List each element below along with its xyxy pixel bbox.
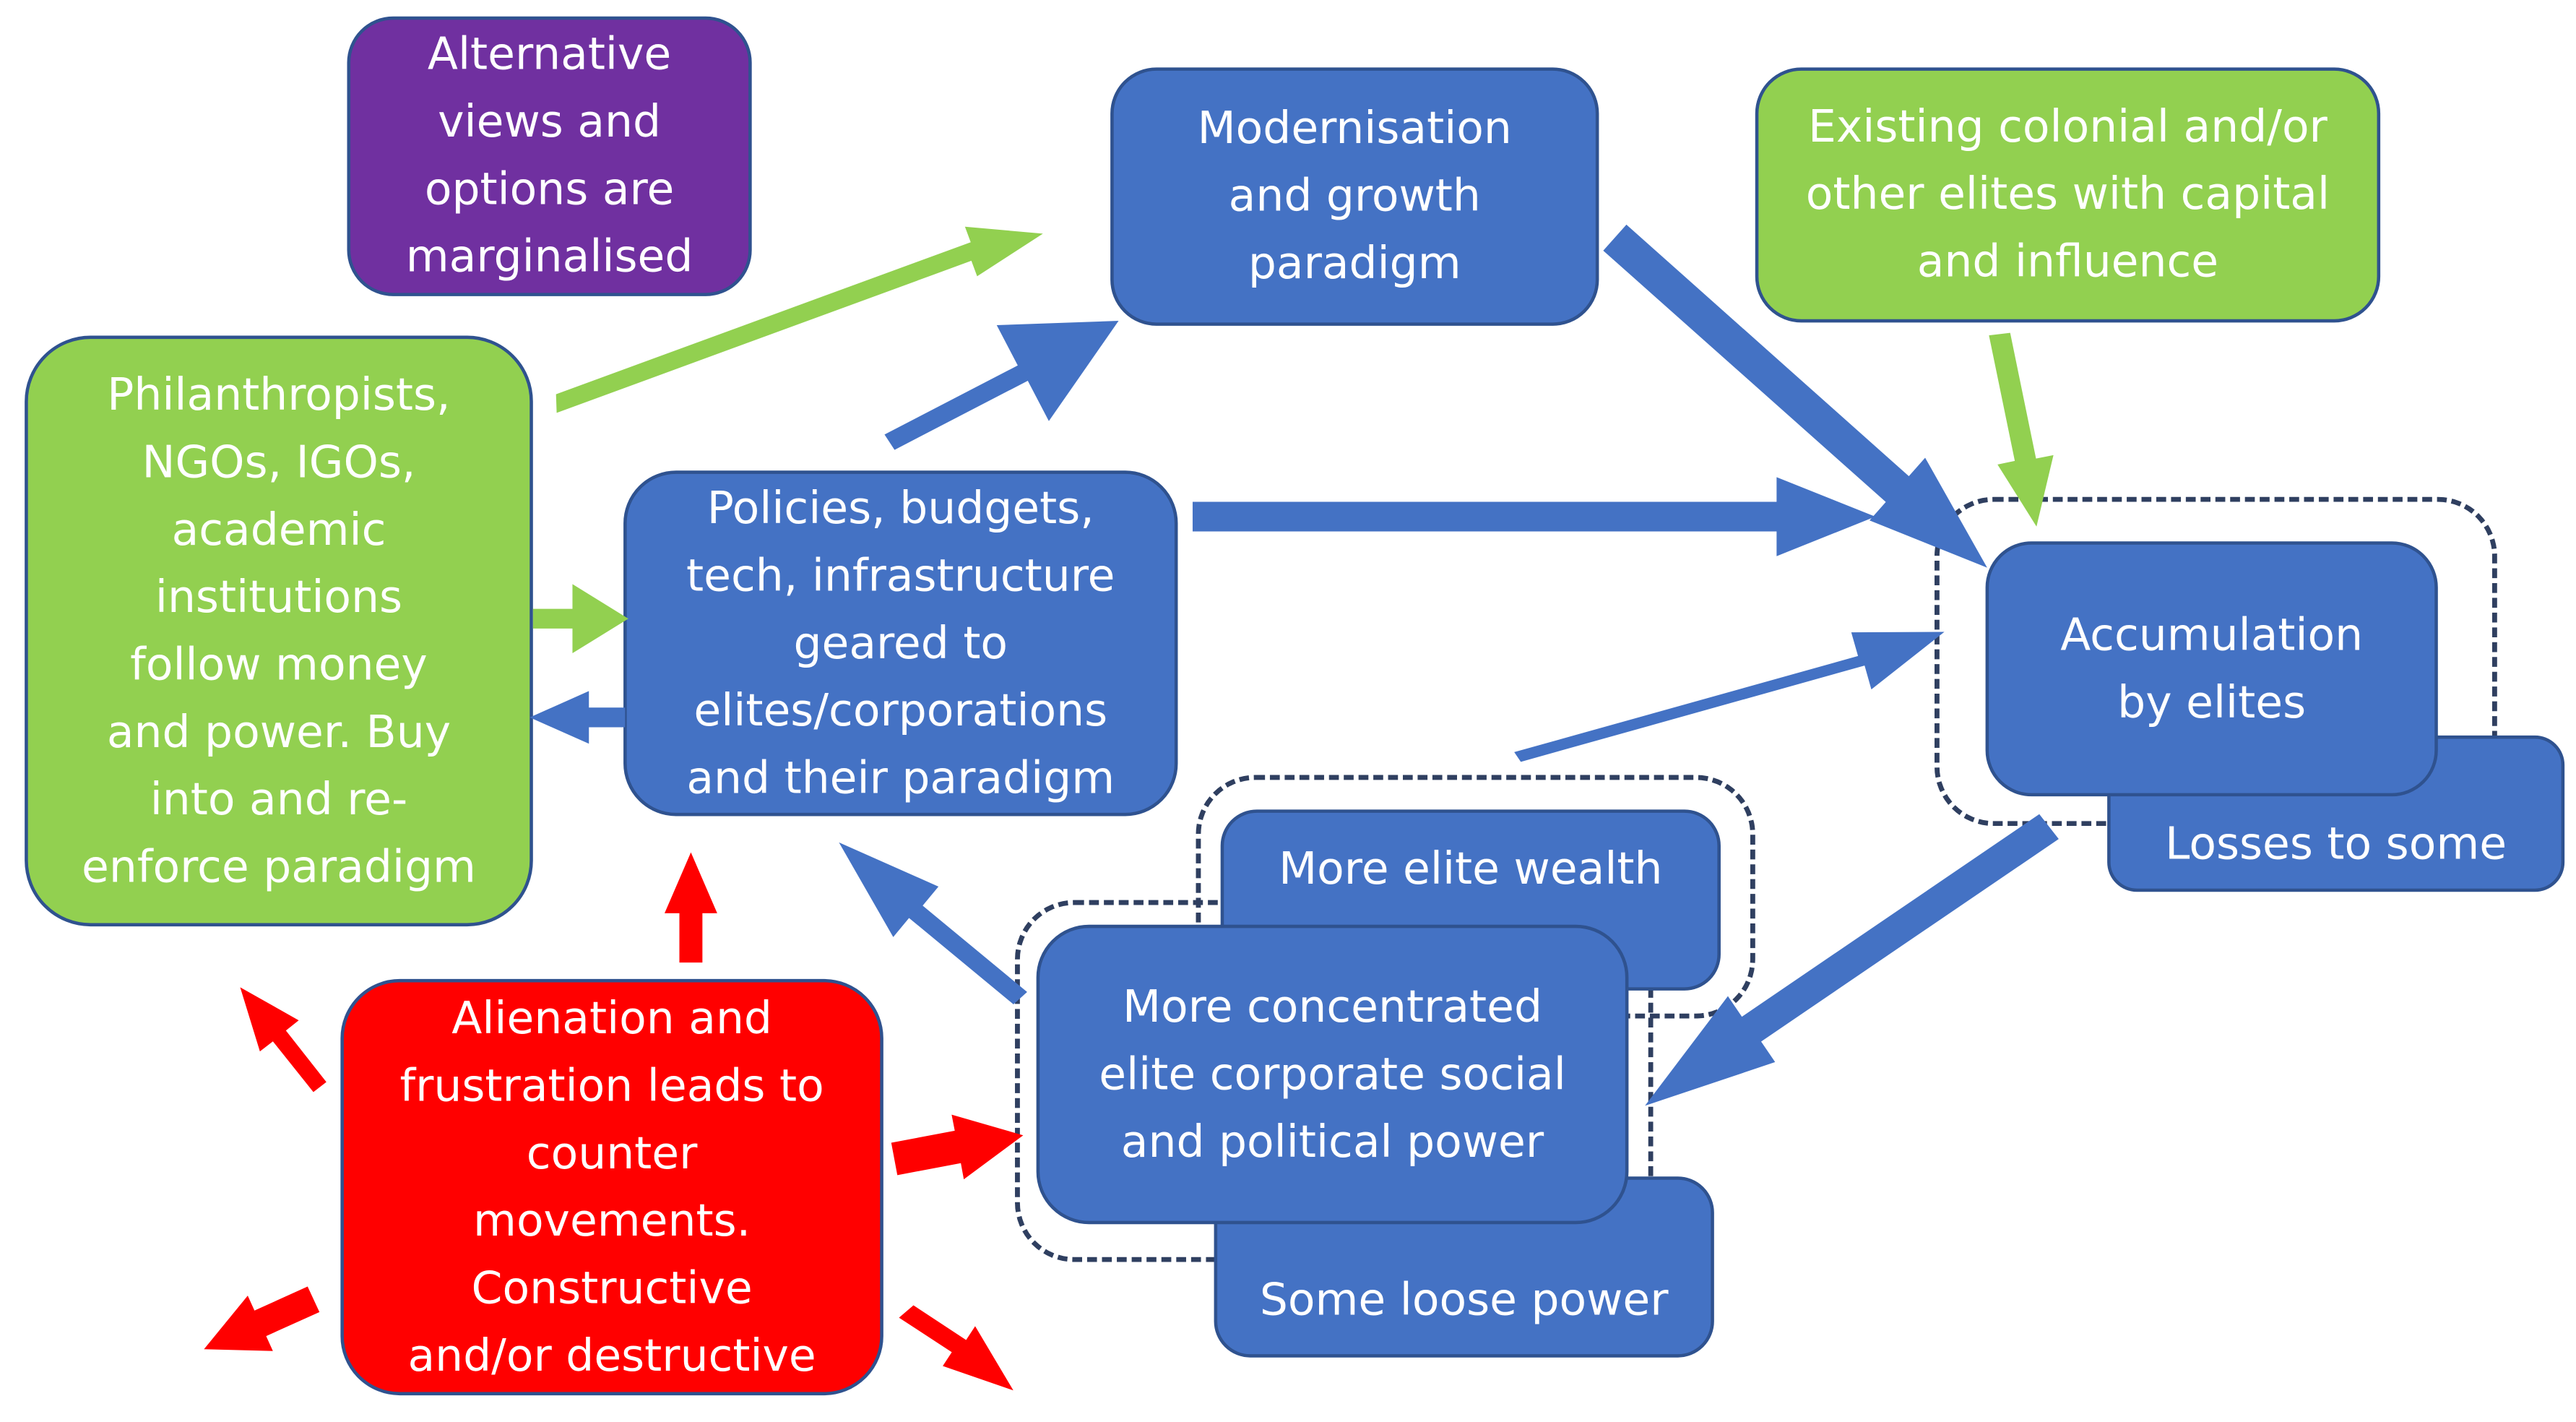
alternative-views-text: Alternative views and options are margin… bbox=[405, 29, 693, 283]
existing-elites-text: Existing colonial and/or other elites wi… bbox=[1805, 102, 2330, 288]
policies-text: Policies, budgets, tech, infrastructure … bbox=[686, 483, 1115, 804]
modernisation-box: Modernisation and growth paradigm bbox=[1110, 67, 1599, 326]
arrow-wealth-to-accumulation bbox=[1514, 632, 1945, 762]
some-loose-power-text: Some loose power bbox=[1259, 1275, 1669, 1327]
arrow-alienation-lower-right bbox=[899, 1305, 1013, 1391]
accumulation-text: Accumulation by elites bbox=[2060, 609, 2364, 728]
modernisation-text: Modernisation and growth paradigm bbox=[1197, 103, 1512, 290]
more-elite-wealth-text: More elite wealth bbox=[1279, 844, 1663, 895]
losses-text: Losses to some bbox=[2165, 819, 2507, 871]
arrow-philanthropists-to-policies bbox=[532, 584, 628, 654]
arrow-power-to-policies bbox=[839, 842, 1027, 1005]
philanthropists-box: Philanthropists, NGOs, IGOs, academic in… bbox=[25, 335, 533, 927]
arrow-policies-to-modernisation bbox=[884, 321, 1119, 450]
arrow-alienation-upper-left bbox=[240, 987, 327, 1093]
arrow-alienation-up bbox=[664, 852, 717, 963]
arrow-modernisation-to-accumulation bbox=[1603, 224, 1987, 568]
policies-box: Policies, budgets, tech, infrastructure … bbox=[623, 470, 1178, 816]
alternative-views-box: Alternative views and options are margin… bbox=[347, 16, 752, 296]
arrow-existing-elites-to-accumulation bbox=[1989, 332, 2054, 527]
alienation-box: Alienation and frustration leads to coun… bbox=[340, 978, 883, 1396]
existing-elites-box: Existing colonial and/or other elites wi… bbox=[1755, 67, 2381, 323]
arrow-philanthropists-to-modernisation bbox=[556, 226, 1043, 413]
philanthropists-text: Philanthropists, NGOs, IGOs, academic in… bbox=[82, 369, 476, 893]
accumulation-box: Accumulation by elites bbox=[1985, 541, 2438, 797]
arrow-alienation-lower-left bbox=[204, 1286, 320, 1351]
arrow-alienation-to-power bbox=[891, 1114, 1024, 1180]
arrow-accumulation-to-power bbox=[1645, 814, 2059, 1106]
alienation-text: Alienation and frustration leads to coun… bbox=[399, 993, 824, 1382]
arrow-policies-to-philanthropists bbox=[530, 691, 626, 744]
concentrated-power-box: More concentrated elite corporate social… bbox=[1036, 924, 1629, 1225]
arrow-policies-to-accumulation bbox=[1192, 477, 1876, 556]
concentrated-power-text: More concentrated elite corporate social… bbox=[1099, 981, 1566, 1168]
